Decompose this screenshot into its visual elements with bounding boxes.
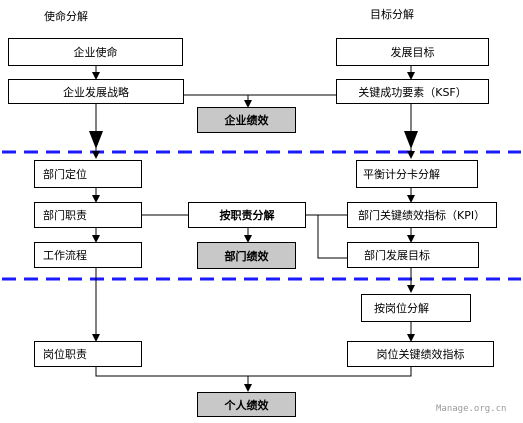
- box-dev-goal: 发展目标: [336, 38, 489, 66]
- box-work-process: 工作流程: [34, 242, 142, 268]
- box-post-decompose: 按岗位分解: [361, 294, 471, 322]
- box-decompose-by-duty: 按职责分解: [188, 202, 306, 228]
- big-arrowhead-right: [404, 131, 418, 149]
- box-enterprise-strategy: 企业发展战略: [8, 79, 184, 104]
- box-ksf: 关键成功要素（KSF）: [336, 79, 489, 104]
- box-dept-kpi: 部门关键绩效指标（KPI）: [347, 202, 497, 228]
- box-enterprise-mission: 企业使命: [8, 38, 183, 66]
- watermark-text: Manage.org.cn: [436, 404, 507, 414]
- header-mission-decompose: 使命分解: [44, 10, 88, 23]
- line-postkpi-down: [248, 367, 412, 377]
- big-arrowhead-left: [89, 131, 103, 149]
- box-dept-performance: 部门绩效: [197, 242, 296, 269]
- box-dept-position: 部门定位: [34, 160, 142, 188]
- line-postduty-down: [95, 367, 248, 377]
- box-personal-performance: 个人绩效: [197, 392, 296, 417]
- box-dept-goal: 部门发展目标: [347, 242, 479, 268]
- header-goal-decompose: 目标分解: [370, 8, 414, 21]
- box-post-duty: 岗位职责: [34, 341, 142, 367]
- box-enterprise-performance: 企业绩效: [197, 107, 296, 133]
- box-post-kpi: 岗位关键绩效指标: [347, 341, 494, 367]
- box-bsc: 平衡计分卡分解: [356, 160, 478, 188]
- line-deptgoal-to-decompose: [317, 215, 347, 259]
- box-dept-duty: 部门职责: [34, 202, 142, 228]
